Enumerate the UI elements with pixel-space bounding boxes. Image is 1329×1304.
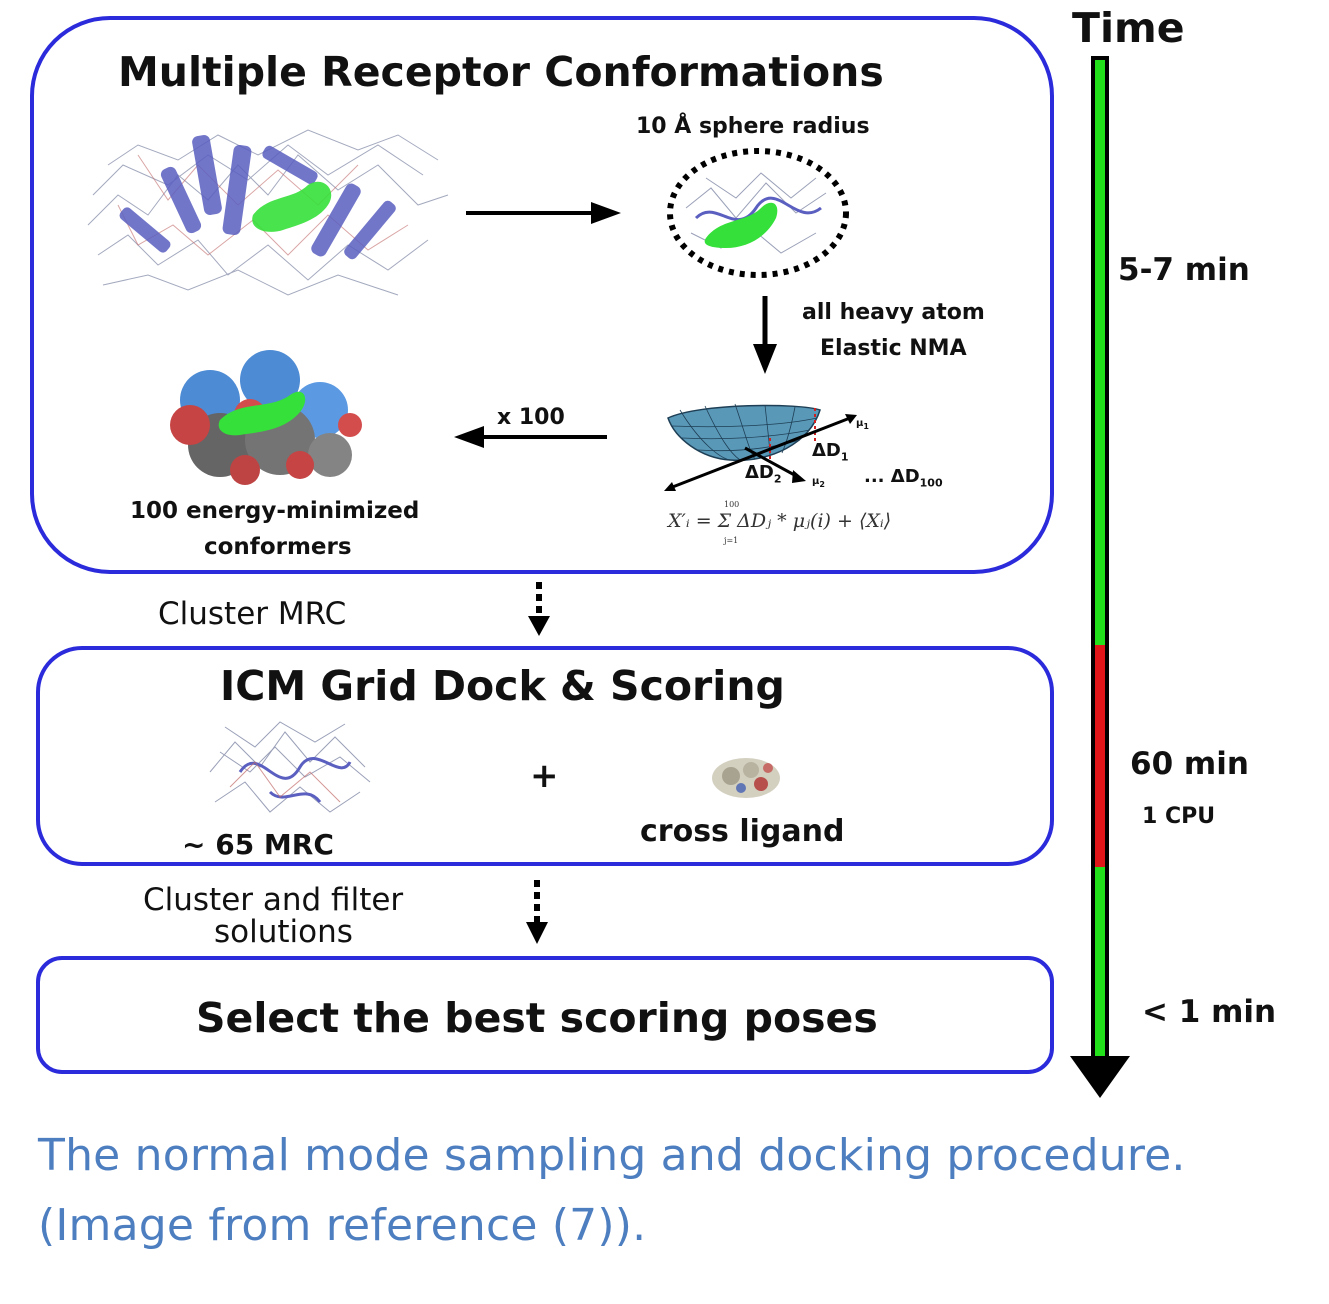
delta100-subscript: 100 bbox=[919, 476, 943, 490]
delta2-label: ΔD2 bbox=[745, 462, 782, 486]
receptor-count-label: ~ 65 MRC bbox=[182, 828, 334, 861]
figure-caption-line2: (Image from reference (7)). bbox=[38, 1200, 647, 1251]
receptor-structure-image bbox=[87, 129, 449, 296]
dashed-arrow-down-icon bbox=[526, 880, 548, 944]
stage1-time-label: 5-7 min bbox=[1118, 252, 1250, 288]
timeline-arrowhead-icon bbox=[1070, 1056, 1130, 1098]
mu2-subscript: 2 bbox=[819, 480, 825, 489]
formula-lower-limit: j=1 bbox=[724, 536, 739, 545]
delta1-subscript: 1 bbox=[840, 450, 849, 464]
energy-surface-image bbox=[664, 403, 857, 491]
ligand-image bbox=[712, 758, 780, 798]
receptor-conformation-image bbox=[209, 721, 371, 813]
ligand-label: cross ligand bbox=[640, 814, 845, 849]
delta1-symbol: ΔD bbox=[812, 440, 841, 461]
timeline-segment-fast-top bbox=[1095, 60, 1105, 645]
formula-upper-limit: 100 bbox=[724, 500, 740, 509]
nma-label-line1: all heavy atom bbox=[802, 300, 985, 325]
delta100-symbol: ... ΔD bbox=[864, 466, 920, 487]
binding-site-sphere-image bbox=[667, 148, 849, 278]
stage2-time-label: 60 min bbox=[1130, 746, 1249, 782]
cluster-filter-label-line2: solutions bbox=[214, 914, 353, 950]
delta1-label: ΔD1 bbox=[812, 440, 849, 464]
select-panel bbox=[36, 956, 1054, 1074]
dashed-arrow-down-icon bbox=[528, 582, 550, 636]
nma-label-line2: Elastic NMA bbox=[820, 336, 967, 361]
conformer-ensemble-image bbox=[170, 350, 362, 485]
conformers-label-line1: 100 energy-minimized bbox=[130, 498, 420, 524]
conformers-label-line2: conformers bbox=[204, 534, 352, 560]
mrc-title: Multiple Receptor Conformations bbox=[118, 48, 884, 96]
dock-panel bbox=[36, 646, 1054, 866]
mu1-label: μ1 bbox=[856, 418, 869, 431]
multiplier-label: x 100 bbox=[497, 405, 565, 430]
delta2-symbol: ΔD bbox=[745, 462, 774, 483]
arrow-right-icon bbox=[466, 202, 621, 224]
timeline-segment-fast-bottom bbox=[1095, 867, 1105, 1066]
delta2-subscript: 2 bbox=[773, 472, 782, 486]
stage3-time-label: < 1 min bbox=[1142, 994, 1277, 1030]
arrow-down-icon bbox=[753, 296, 777, 374]
mu2-label: μ2 bbox=[812, 476, 825, 489]
delta100-label: ... ΔD100 bbox=[864, 466, 943, 490]
cluster-filter-label-line1: Cluster and filter bbox=[143, 882, 404, 918]
stage2-cpu-label: 1 CPU bbox=[1142, 804, 1216, 829]
mrc-panel bbox=[30, 16, 1054, 574]
time-axis-title: Time bbox=[1072, 4, 1185, 52]
nma-formula: X′ᵢ = Σ ΔDⱼ * μⱼ(i) + ⟨Xᵢ⟩ bbox=[668, 510, 892, 532]
dock-title: ICM Grid Dock & Scoring bbox=[220, 662, 785, 710]
sphere-radius-label: 10 Å sphere radius bbox=[636, 114, 870, 139]
select-title: Select the best scoring poses bbox=[196, 994, 878, 1042]
mu2-symbol: μ bbox=[812, 476, 820, 487]
mu1-subscript: 1 bbox=[863, 422, 869, 431]
timeline-segment-slow bbox=[1095, 645, 1105, 867]
arrow-left-icon bbox=[454, 426, 607, 448]
plus-sign: + bbox=[530, 756, 559, 796]
cluster-mrc-label: Cluster MRC bbox=[158, 596, 347, 632]
mu1-symbol: μ bbox=[856, 418, 864, 429]
figure-caption-line1: The normal mode sampling and docking pro… bbox=[38, 1130, 1186, 1181]
